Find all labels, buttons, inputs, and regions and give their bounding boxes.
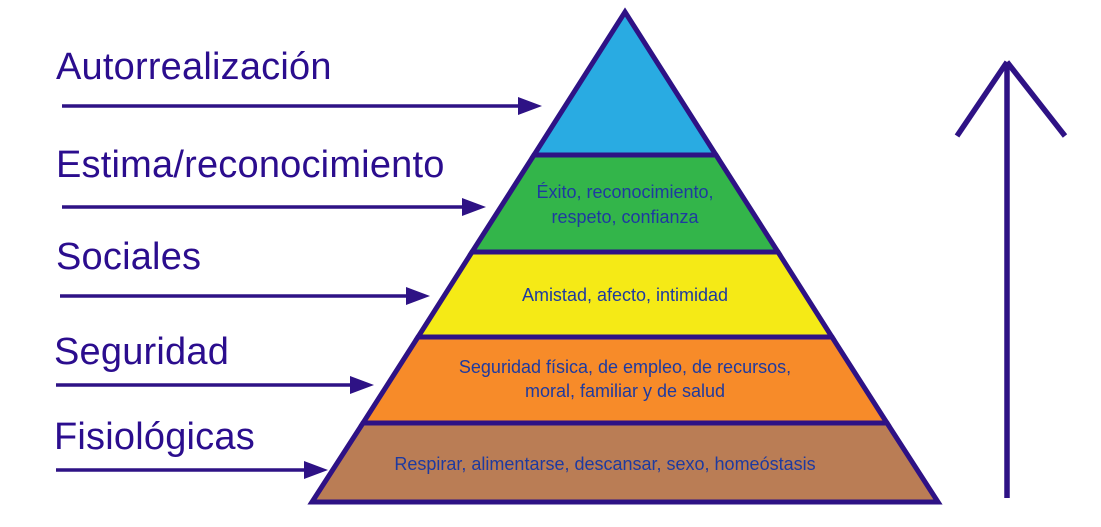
right-arrow-head-icon [518, 97, 542, 115]
right-arrow-head-icon [304, 461, 328, 479]
right-arrow-head-icon [350, 376, 374, 394]
level-text-line: Seguridad física, de empleo, de recursos… [458, 357, 792, 377]
up-arrow-icon [954, 60, 1068, 498]
pyramid-level-fisiologicas [307, 420, 943, 505]
right-arrow-head-icon [462, 198, 486, 216]
pointer-arrow-estima [62, 198, 486, 216]
level-text-line: Amistad, afecto, intimidad [521, 285, 729, 305]
label-autorrealizacion: Autorrealización [56, 46, 332, 88]
pointer-arrow-autorrealizacion [62, 97, 542, 115]
level-text-line: respeto, confianza [551, 207, 699, 227]
pyramid-level-autorrealizacion [529, 7, 721, 158]
up-arrow-right-wing [1004, 60, 1068, 138]
level-text-sociales: Amistad, afecto, intimidad [425, 283, 825, 308]
level-text-fisiologicas: Respirar, alimentarse, descansar, sexo, … [355, 452, 855, 477]
up-arrow-left-wing [954, 60, 1010, 138]
level-text-seguridad: Seguridad física, de empleo, de recursos… [375, 355, 875, 403]
pointer-arrow-fisiologicas [56, 461, 328, 479]
level-text-line: moral, familiar y de salud [524, 381, 726, 401]
right-arrow-head-icon [406, 287, 430, 305]
label-estima: Estima/reconocimiento [56, 144, 445, 186]
level-text-line: Respirar, alimentarse, descansar, sexo, … [394, 454, 816, 474]
level-text-estima: Éxito, reconocimiento, respeto, confianz… [425, 180, 825, 230]
pointer-arrow-sociales [60, 287, 430, 305]
label-seguridad: Seguridad [54, 331, 230, 373]
level-text-line: Éxito, reconocimiento, [536, 182, 714, 202]
pointer-arrow-seguridad [56, 376, 374, 394]
label-sociales: Sociales [56, 236, 202, 278]
label-fisiologicas: Fisiológicas [54, 416, 255, 458]
